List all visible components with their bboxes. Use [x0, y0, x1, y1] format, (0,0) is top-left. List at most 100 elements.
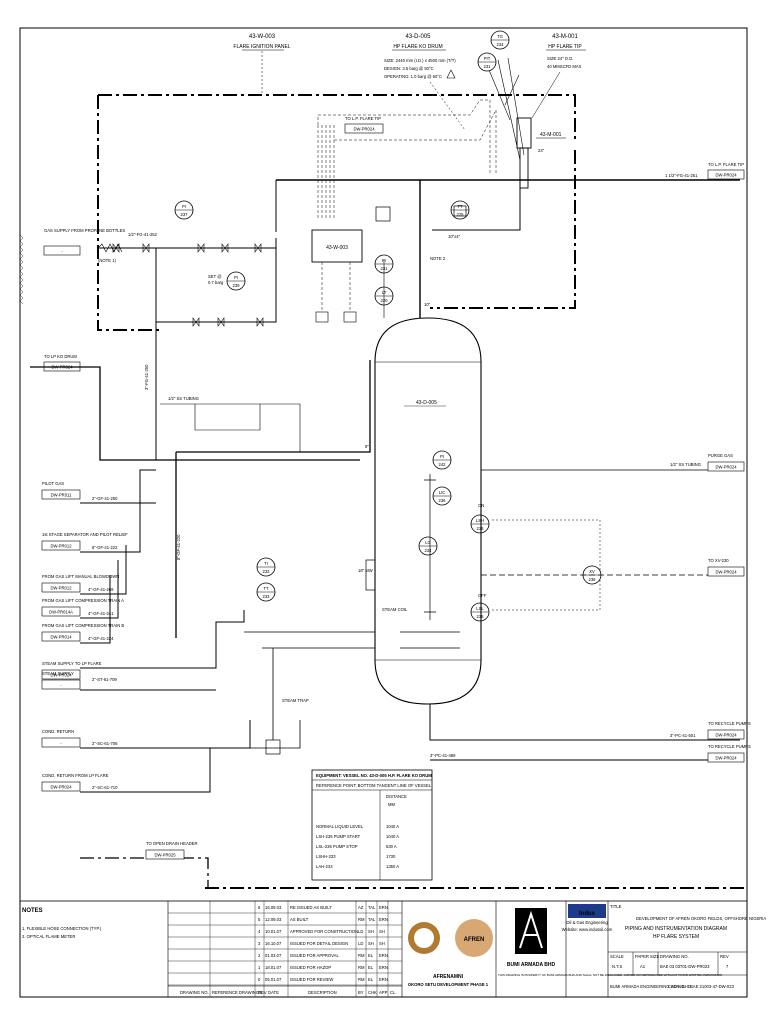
revision-desc: ISSUED FOR APPROVAL	[290, 953, 339, 958]
propane-line-label: 1/2"-FG-41-252	[128, 232, 158, 237]
note1-label: (NOTE 1)	[98, 258, 117, 263]
instrument-number: 236	[589, 577, 597, 582]
purge-line-label: 1/2" SS TUBING	[670, 462, 701, 467]
revision-rev: 2	[258, 953, 261, 958]
connector-text: DW-PR024	[715, 465, 737, 470]
connector-arrow[interactable]: STEAM SUPPLY-	[41, 671, 81, 690]
connector-box	[41, 631, 81, 642]
connector-arrow[interactable]: 1st STAGE SEPARATOR AND PILOT RELIEF DW-P…	[41, 532, 128, 551]
note-2: 2. OPTICAL FLAME METER	[22, 934, 75, 939]
header-line-label: 8"-GF-41-220	[176, 534, 181, 560]
connector-arrow[interactable]: TO RECYCLE PUMPS DW-PR024	[707, 721, 751, 740]
connector-label: FROM GAS LIFT COMPRESSION TRAIN A	[42, 598, 124, 603]
stack-tag: 43-M-001	[540, 132, 562, 138]
flaretip-line-label: 1 1/2"-FG-41-251	[665, 173, 698, 178]
connector-18[interactable]	[43, 245, 81, 256]
tt-box	[453, 205, 467, 217]
table-row-value: 1350 A	[386, 864, 399, 869]
instrument-number: 236	[477, 526, 485, 531]
connector-box	[707, 752, 745, 763]
connector-box	[41, 540, 81, 551]
connector-arrow[interactable]: FROM GAS LIFT COMPRESSION TRAIN BDW-PR01…	[41, 623, 124, 642]
title-label: TITLE	[610, 904, 622, 909]
connector-arrow[interactable]: FROM GAS LIFT COMPRESSION TRAIN A DW-PR01…	[41, 598, 124, 617]
instrument-function: XV	[589, 569, 595, 574]
revision-chk: EL	[368, 965, 374, 970]
connector-label: 1st STAGE SEPARATOR AND PILOT RELIEF	[42, 532, 128, 537]
revision-app: ERN	[379, 977, 388, 982]
table-row-label: LSL-236 PUMP STOP	[316, 844, 358, 849]
connector-text: -	[60, 683, 62, 688]
connector-label: TO RECYCLE PUMPS	[708, 721, 751, 726]
inlet-size-label: 10"	[424, 302, 431, 307]
revision-chk: SH	[368, 941, 374, 946]
revision-desc: RE ISSUED AS BUILT	[290, 905, 332, 910]
package-boundary	[97, 94, 576, 331]
ss-tubing-label: 1/2" SS TUBING	[168, 396, 199, 401]
instrument-number: 225	[457, 212, 465, 217]
revision-app: SH	[379, 929, 385, 934]
tip-name: HP FLARE TIP	[548, 44, 582, 50]
cad-label: CAD NO.	[668, 984, 685, 989]
title-block: NOTES 1. FLEXIBLE HOSE CONNECTION (TYP.)…	[19, 900, 766, 998]
revision-desc: AS BUILT	[290, 917, 309, 922]
revision-rev: 1	[258, 965, 261, 970]
revision-by: RM	[358, 953, 365, 958]
connector-text: DW-PR024	[715, 733, 737, 738]
instrument-number: 237	[181, 212, 189, 217]
table-row-label: LSHH-233	[316, 854, 336, 859]
trainB-line-label: 4"-GF-41-224	[88, 636, 114, 641]
revision-chk: TAL	[368, 905, 376, 910]
off-label: OFF	[478, 593, 487, 598]
drawing-title-3: HP FLARE SYSTEM	[653, 934, 699, 940]
instrument-function: TI	[264, 561, 268, 566]
connector-box	[707, 729, 745, 740]
col-app: APP	[379, 990, 388, 995]
indus-sub: Oil & Gas Engineering	[566, 920, 608, 925]
set-at-label: SET @	[208, 274, 221, 279]
connector-text-18: -	[61, 249, 63, 254]
connector-text: DW-PR011	[51, 493, 72, 498]
connector-2[interactable]	[707, 169, 745, 180]
drawing-title-1: DEVELOPMENT OF AFREN OKORO FIELDS, OFFSH…	[636, 916, 766, 921]
connector-text: DW-PR012	[50, 544, 72, 549]
pump1-line-label: 3"-PC-41-501	[670, 733, 696, 738]
connector-text: DW-PR014A	[49, 610, 73, 615]
connector-box	[41, 737, 81, 748]
instrument-bubble[interactable]: LSH 236	[470, 514, 490, 534]
connector-3[interactable]	[43, 361, 81, 372]
drawing-no-value: BAE 03 03701-DW-PR023	[660, 964, 710, 969]
company-name: BUMI ARMADA ENGINEERING SDN. BHD.	[610, 984, 692, 989]
revision-rev: 6	[258, 905, 261, 910]
drawing-title-2: PIPING AND INSTRUMENTATION DIAGRAM	[625, 926, 727, 932]
connector-arrow[interactable]: COND. RETURN-	[41, 729, 81, 748]
revision-rev: 5	[258, 917, 261, 922]
table-title: EQUIPMENT: VESSEL NO. 43-D-005 H.P. FLAR…	[316, 773, 432, 778]
instrument-number: 233	[263, 594, 271, 599]
connector-1[interactable]	[344, 123, 384, 134]
col-desc: DESCRIPTION	[308, 990, 337, 995]
connector-box	[41, 489, 81, 500]
bypass-label: 10"x4"	[448, 234, 461, 239]
instrument-function: LSH	[476, 518, 484, 523]
